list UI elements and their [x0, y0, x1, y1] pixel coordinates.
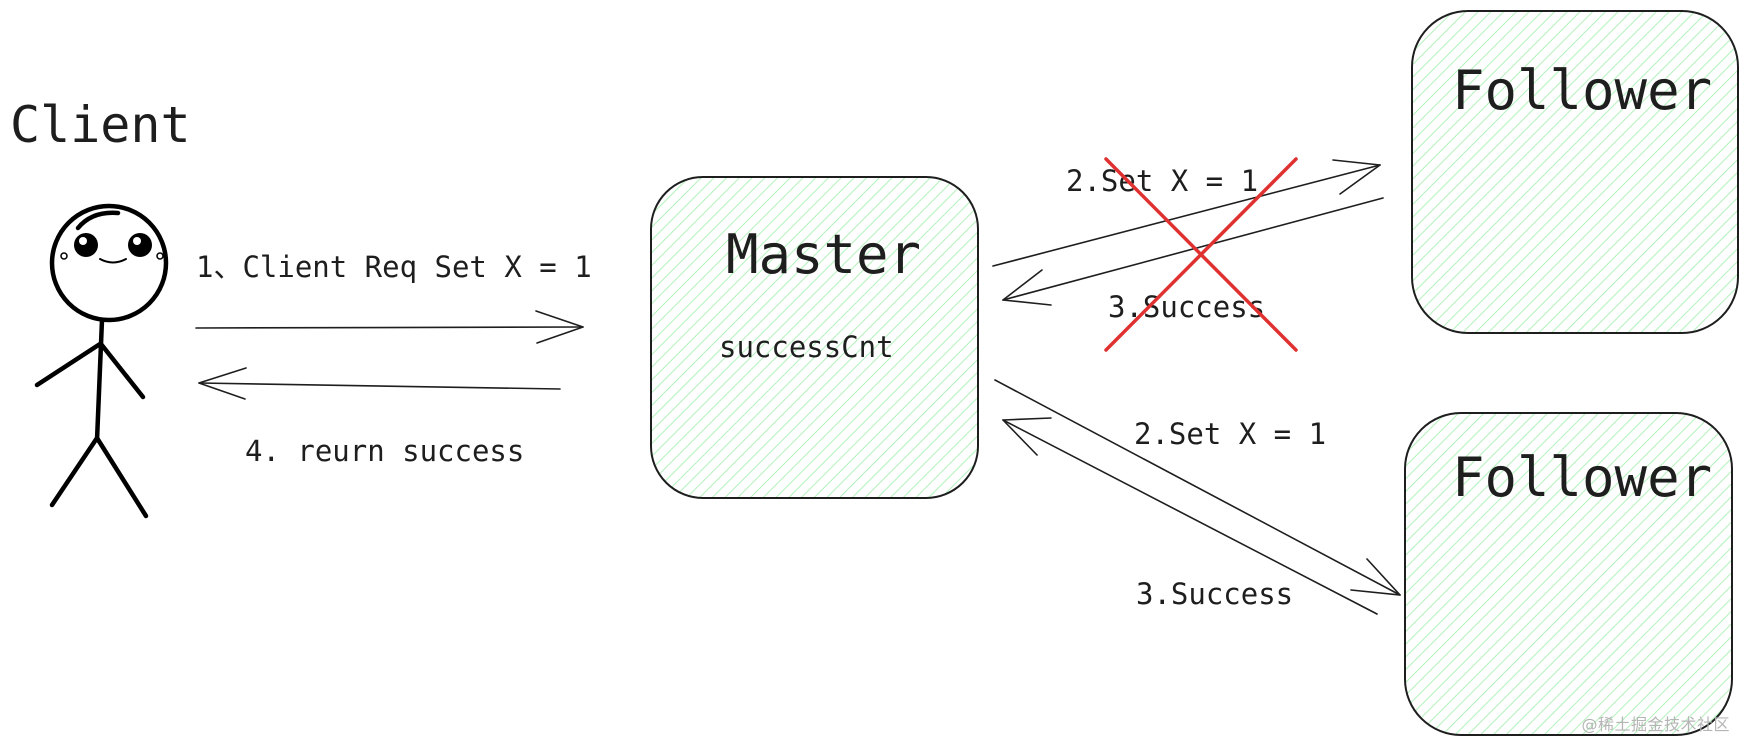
master-field-successcnt: successCnt [719, 330, 894, 364]
arrow-master-to-follower-top [992, 159, 1381, 267]
follower-top-node: Follower [1411, 10, 1739, 334]
arrow-follower-top-to-master [1002, 197, 1384, 306]
label-success-bottom: 3.Success [1136, 577, 1293, 611]
follower-top-title: Follower [1452, 59, 1712, 122]
watermark: @稀土掘金技术社区 [1581, 715, 1730, 734]
label-client-return: 4. reurn success [245, 434, 524, 468]
label-client-request: 1、Client Req Set X = 1 [196, 250, 592, 284]
failure-cross-icon [1104, 157, 1298, 352]
master-node: Master successCnt [650, 176, 979, 499]
arrow-master-to-follower-bottom [994, 379, 1401, 596]
follower-bottom-title: Follower [1452, 446, 1712, 509]
arrow-master-to-client [198, 367, 561, 400]
label-success-top: 3.Success [1108, 290, 1265, 324]
arrow-follower-bottom-to-master [1002, 417, 1378, 615]
label-set-bottom: 2.Set X = 1 [1134, 417, 1326, 451]
arrow-client-to-master [195, 310, 584, 344]
master-title: Master [726, 223, 921, 286]
label-set-top: 2.Set X = 1 [1066, 164, 1258, 198]
client-stick-figure [34, 203, 169, 519]
client-label: Client [10, 96, 191, 154]
follower-bottom-node: Follower [1404, 412, 1733, 736]
